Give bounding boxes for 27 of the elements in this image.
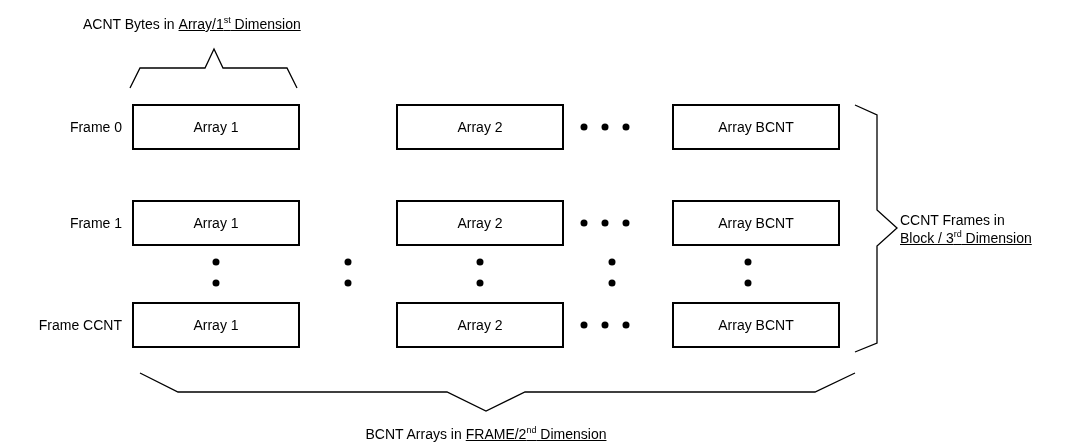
array-box xyxy=(672,200,840,246)
array-box xyxy=(396,104,564,150)
array-box xyxy=(132,302,300,348)
array-box xyxy=(396,200,564,246)
array-label: Array BCNT xyxy=(718,119,794,135)
dimension-caption: CCNT Frames in xyxy=(900,212,1005,229)
array-label: Array 1 xyxy=(193,119,239,135)
array-box xyxy=(132,104,300,150)
array-box xyxy=(672,104,840,150)
frame-label: Frame 0 xyxy=(69,119,122,136)
array-label: Array 2 xyxy=(457,215,503,231)
dimension-caption: FRAME/2$^{nd}$ Dimension xyxy=(465,426,607,443)
array-label: Array 1 xyxy=(193,215,239,231)
array-label: Array BCNT xyxy=(718,317,794,333)
frame-label: Frame 1 xyxy=(69,215,122,232)
array-label: Array 2 xyxy=(457,119,503,135)
dimension-caption: Array/1$^{st}$ Dimension xyxy=(178,16,301,33)
array-label: Array 1 xyxy=(193,317,239,333)
array-box xyxy=(396,302,564,348)
frame-label: Frame CCNT xyxy=(38,317,122,334)
array-label: Array BCNT xyxy=(718,215,794,231)
dimension-caption: BCNT Arrays in xyxy=(365,426,462,443)
array-box xyxy=(672,302,840,348)
array-label: Array 2 xyxy=(457,317,503,333)
dimension-caption: Block / 3$^{rd}$ Dimension xyxy=(900,230,1032,247)
array-box xyxy=(132,200,300,246)
dimension-caption: ACNT Bytes in xyxy=(83,16,175,33)
